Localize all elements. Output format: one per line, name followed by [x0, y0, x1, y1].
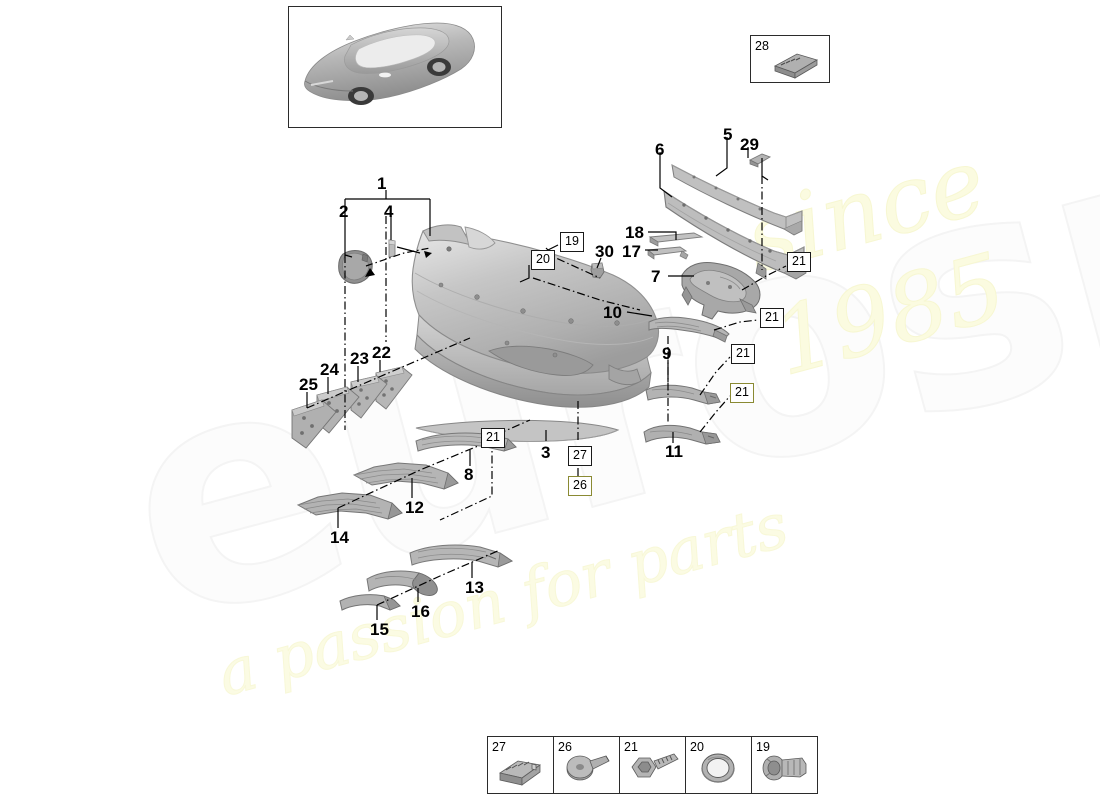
inset-28-frame: 28 — [750, 35, 830, 83]
legend-item-21: 21 — [620, 737, 686, 793]
boxed-callout-27: 27 — [568, 446, 592, 466]
boxed-callout-21-c: 21 — [731, 344, 755, 364]
bracket-15 — [338, 587, 404, 619]
bumper-impact-beam-upper — [668, 155, 810, 247]
callout-17: 17 — [622, 242, 641, 261]
callout-24: 24 — [320, 360, 339, 379]
air-duct-10 — [645, 312, 733, 346]
guide-rail-17 — [646, 245, 690, 265]
bracket-11 — [640, 418, 728, 452]
callout-30: 30 — [595, 242, 614, 261]
boxed-callout-21-e: 21 — [481, 428, 505, 448]
legend-num-21: 21 — [624, 740, 638, 754]
sensor-grommet-ring-icon — [701, 753, 735, 783]
boxed-callout-21-b: 21 — [760, 308, 784, 328]
callout-13: 13 — [465, 578, 484, 597]
callout-15: 15 — [370, 620, 389, 639]
inset-28-number: 28 — [755, 39, 769, 53]
callout-2: 2 — [339, 202, 349, 221]
boxed-callout-19: 19 — [560, 232, 584, 252]
parking-sensor-icon — [762, 755, 807, 781]
boxed-callout-21-a: 21 — [787, 252, 811, 272]
callout-1: 1 — [377, 174, 387, 193]
callout-12: 12 — [405, 498, 424, 517]
boxed-callout-21-d: 21 — [730, 383, 754, 403]
callout-8: 8 — [464, 465, 474, 484]
legend-item-19: 19 — [752, 737, 817, 793]
callout-3: 3 — [541, 443, 551, 462]
hardware-legend: 27 26 — [487, 736, 818, 794]
vehicle-inset-frame — [288, 6, 502, 128]
bumper-mount-bracket-7 — [674, 257, 770, 327]
mounting-plate-25 — [288, 398, 342, 454]
legend-item-20: 20 — [686, 737, 752, 793]
tow-hook-cover — [333, 244, 379, 290]
legend-item-26: 26 — [554, 737, 620, 793]
bracket-9 — [642, 378, 728, 412]
control-unit-module-icon — [774, 53, 818, 79]
side-grille-14 — [296, 487, 406, 529]
callout-10: 10 — [603, 303, 622, 322]
callout-11: 11 — [665, 442, 683, 461]
callout-25: 25 — [299, 375, 318, 394]
callout-22: 22 — [372, 343, 391, 362]
legend-num-27: 27 — [492, 740, 506, 754]
callout-23: 23 — [350, 349, 369, 368]
expanding-rivet-icon — [566, 755, 610, 781]
legend-num-19: 19 — [756, 740, 770, 754]
hex-head-screw-icon — [631, 753, 679, 778]
callout-29: 29 — [740, 135, 759, 154]
legend-num-20: 20 — [690, 740, 704, 754]
retaining-clip-icon — [499, 760, 541, 786]
tow-hook-retainer — [385, 238, 399, 260]
boxed-callout-26: 26 — [568, 476, 592, 496]
callout-16: 16 — [411, 602, 430, 621]
callout-18: 18 — [625, 223, 644, 242]
callout-6: 6 — [655, 140, 665, 159]
legend-num-26: 26 — [558, 740, 572, 754]
sensor-holder-30 — [588, 260, 608, 282]
beam-bracket-29 — [748, 152, 772, 168]
boxed-callout-20: 20 — [531, 250, 555, 270]
vehicle-illustration — [304, 22, 475, 105]
callout-9: 9 — [662, 344, 672, 363]
callout-5: 5 — [723, 125, 733, 144]
legend-item-27: 27 — [488, 737, 554, 793]
callout-14: 14 — [330, 528, 349, 547]
callout-7: 7 — [651, 267, 661, 286]
callout-4: 4 — [384, 202, 394, 221]
